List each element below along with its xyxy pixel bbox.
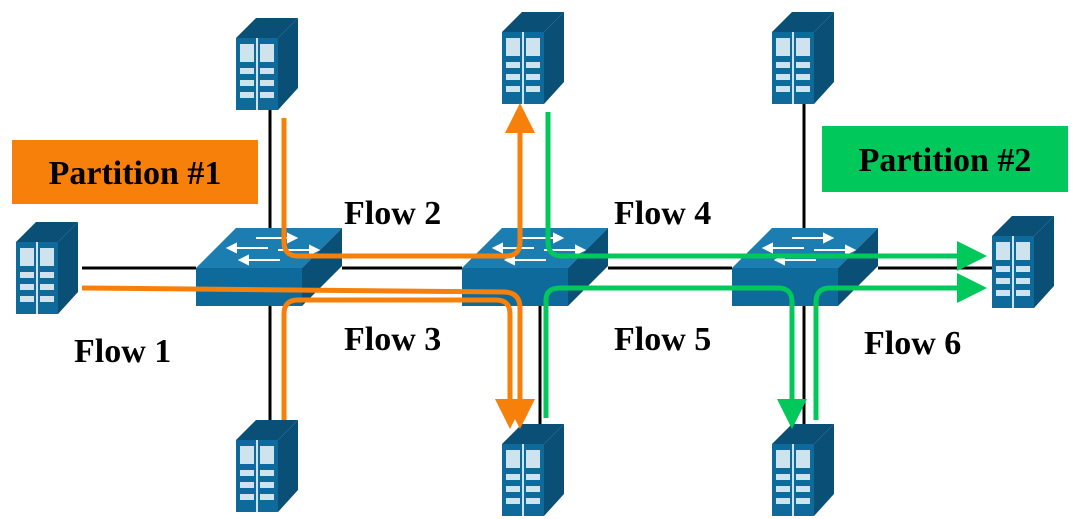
server-left <box>15 221 79 315</box>
server-rack-icon <box>235 419 299 513</box>
flow-2-path <box>281 103 535 259</box>
flow-5-label: Flow 5 <box>614 321 711 358</box>
partition-1-label: Partition #1 <box>49 155 222 192</box>
server-rack-icon <box>991 215 1055 309</box>
switch-left <box>195 227 343 307</box>
partition-1-background <box>12 140 258 204</box>
server-top-left <box>235 17 299 111</box>
flow-4-label: Flow 4 <box>614 195 711 232</box>
flow-6-label: Flow 6 <box>864 325 961 362</box>
server-rack-icon <box>501 11 565 105</box>
flow-5-path <box>543 285 807 429</box>
partition-2-background <box>822 126 1068 192</box>
flow-3-label: Flow 3 <box>344 321 441 358</box>
server-top-center <box>501 11 565 105</box>
flow-1-path <box>81 285 535 429</box>
server-rack-icon <box>235 17 299 111</box>
server-bottom-left <box>235 419 299 513</box>
partition-2-box: Partition #2 <box>822 126 1068 192</box>
flow-1-label: Flow 1 <box>74 333 171 370</box>
server-rack-icon <box>15 221 79 315</box>
partition-1-box: Partition #1 <box>12 140 258 204</box>
partition-1-flows <box>81 103 535 429</box>
partition-2-label: Partition #2 <box>859 142 1032 179</box>
flow-3-path <box>281 297 525 429</box>
network-links <box>82 102 992 430</box>
server-top-right <box>771 11 835 105</box>
server-bottom-right <box>771 423 835 517</box>
switch-right <box>731 227 879 307</box>
flow-4-path <box>545 112 987 271</box>
flow-2-label: Flow 2 <box>344 195 441 232</box>
server-rack-icon <box>771 423 835 517</box>
network-switch-icon <box>195 227 343 307</box>
flow-6-path <box>813 273 987 420</box>
server-right <box>991 215 1055 309</box>
partition-2-flows <box>543 112 987 429</box>
network-switch-icon <box>731 227 879 307</box>
server-rack-icon <box>501 423 565 517</box>
server-bottom-center <box>501 423 565 517</box>
server-rack-icon <box>771 11 835 105</box>
